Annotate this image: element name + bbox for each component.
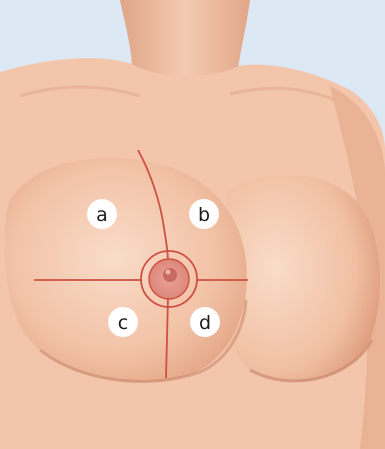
quadrant-label-d-text: d (199, 312, 211, 334)
quadrant-label-b: b (189, 199, 219, 229)
nipple (163, 268, 177, 282)
nipple-highlight (166, 270, 171, 275)
quadrant-label-d: d (190, 307, 220, 337)
quadrant-label-a: a (87, 199, 117, 229)
quadrant-label-c: c (108, 307, 138, 337)
quadrant-label-b-text: b (198, 204, 210, 226)
left-breast (4, 158, 246, 382)
quadrant-label-a-text: a (96, 204, 108, 226)
quadrant-label-c-text: c (118, 312, 128, 334)
neck (120, 0, 250, 79)
